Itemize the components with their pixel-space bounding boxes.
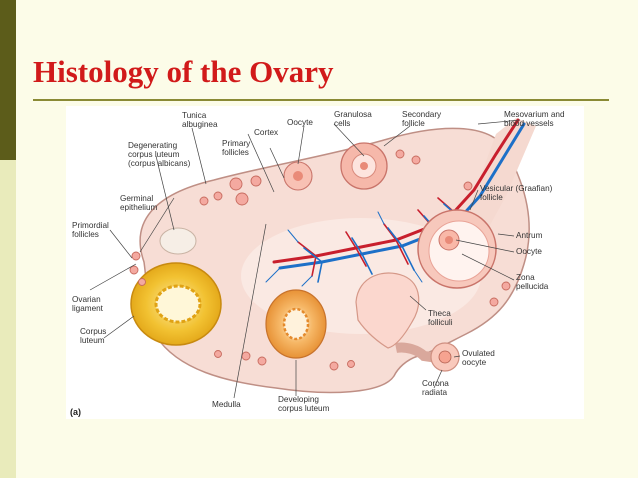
title-underline bbox=[33, 99, 609, 101]
primary-follicles bbox=[129, 149, 511, 371]
label-vesicular-follicle: Vesicular (Graafian)follicle bbox=[480, 184, 553, 202]
growing-follicle bbox=[283, 161, 313, 191]
slide-sidebar-light bbox=[0, 160, 16, 478]
ruptured-follicle bbox=[355, 272, 420, 349]
corpus-albicans bbox=[159, 227, 197, 255]
leader-lines bbox=[89, 119, 521, 399]
label-oocyte-top: Oocyte bbox=[287, 118, 313, 127]
secondary-follicle bbox=[340, 142, 388, 190]
slide-sidebar-dark bbox=[0, 0, 16, 160]
label-antrum: Antrum bbox=[516, 231, 543, 240]
label-oocyte-right: Oocyte bbox=[516, 247, 542, 256]
label-medulla: Medulla bbox=[212, 400, 241, 409]
label-cortex: Cortex bbox=[254, 128, 278, 137]
vesicular-follicle bbox=[417, 209, 497, 289]
developing-corpus-luteum bbox=[265, 289, 327, 359]
figure-panel-letter: (a) bbox=[70, 407, 81, 417]
mesovarium-stalk bbox=[466, 118, 536, 236]
ovulated-oocyte bbox=[438, 350, 452, 364]
ovulation-stalk bbox=[395, 342, 439, 363]
corpus-luteum bbox=[130, 262, 222, 346]
slide-title: Histology of the Ovary bbox=[33, 54, 334, 89]
